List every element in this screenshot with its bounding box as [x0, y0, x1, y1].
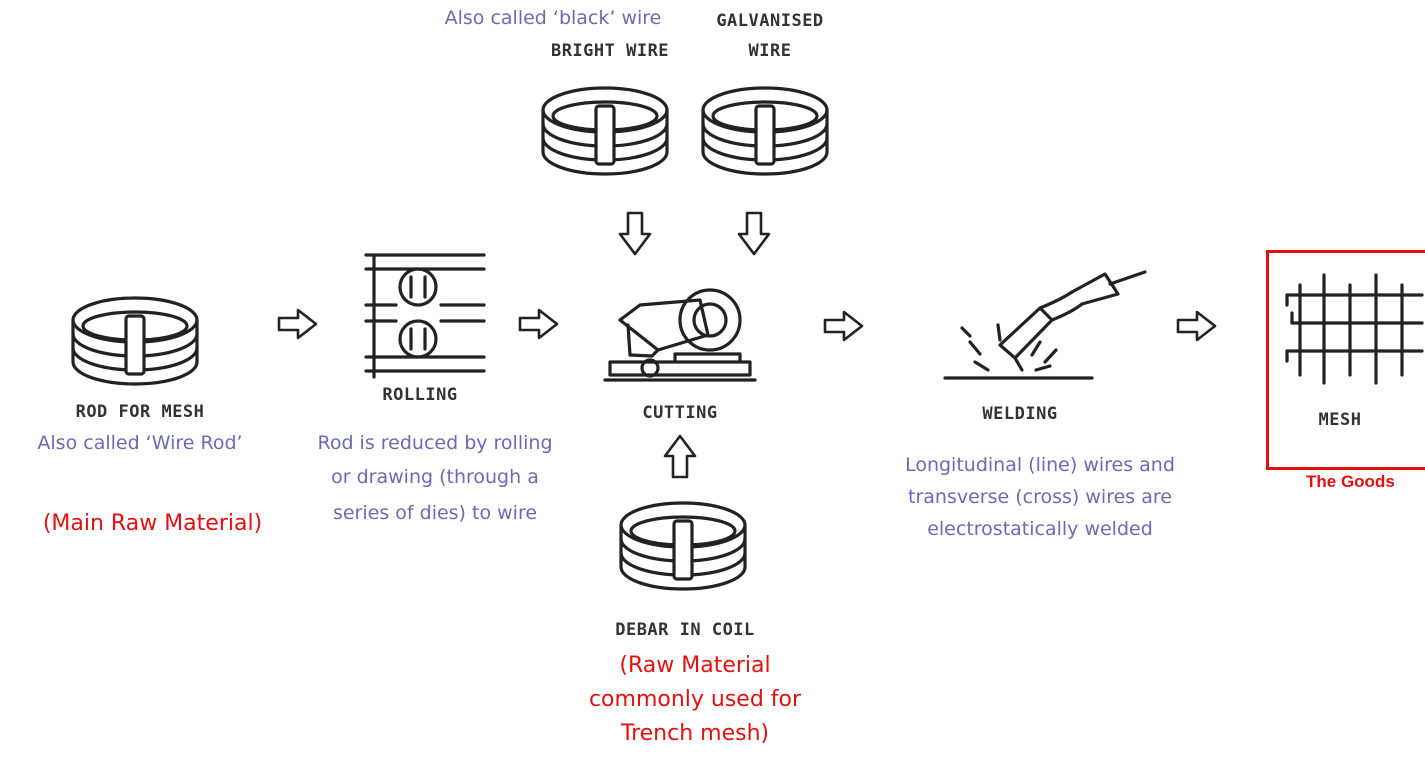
- debar-role-line-1: (Raw Material: [619, 653, 771, 678]
- debar-role-line-2: commonly used for: [588, 687, 802, 712]
- mesh-label: MESH: [1318, 410, 1362, 430]
- flow-arrow-icon: [517, 307, 561, 341]
- rolling-note-line-1: Rod is reduced by rolling: [317, 432, 553, 454]
- bright-wire-note: Also called ‘black’ wire: [444, 7, 662, 29]
- rod-for-mesh-label: ROD FOR MESH: [75, 402, 205, 422]
- down-arrow-icon: [617, 210, 653, 258]
- rolling-note-line-3: series of dies) to wire: [332, 502, 538, 524]
- flow-arrow-icon: [1175, 309, 1219, 343]
- galvanised-wire-label-line-2: WIRE: [748, 41, 792, 61]
- debar-in-coil-label: DEBAR IN COIL: [615, 620, 755, 640]
- mesh-highlight-box: [1266, 250, 1425, 470]
- welding-label: WELDING: [982, 404, 1058, 424]
- welding-note-line-3: electrostatically welded: [927, 518, 1153, 540]
- mesh-grid-icon: [1282, 265, 1425, 395]
- rolling-note-line-2: or drawing (through a: [331, 466, 539, 488]
- bright-wire-coil-icon: [530, 80, 680, 190]
- the-goods-label: The Goods: [1306, 472, 1395, 491]
- rod-coil-icon: [60, 290, 210, 400]
- welding-note-line-2: transverse (cross) wires are: [908, 486, 1172, 508]
- rod-note: Also called ‘Wire Rod’: [37, 432, 243, 454]
- cutting-machine-icon: [600, 280, 760, 395]
- bright-wire-label: BRIGHT WIRE: [550, 41, 670, 61]
- welding-torch-icon: [940, 270, 1160, 390]
- debar-coil-icon: [608, 495, 758, 605]
- flow-arrow-icon: [276, 307, 320, 341]
- galvanised-wire-label-line-1: GALVANISED: [716, 11, 824, 31]
- rolling-label: ROLLING: [382, 385, 458, 405]
- debar-role-line-3: Trench mesh): [620, 721, 770, 746]
- cutting-label: CUTTING: [642, 403, 718, 423]
- rolling-mill-icon: [356, 247, 486, 387]
- down-arrow-icon: [736, 210, 772, 258]
- flow-arrow-icon: [822, 309, 866, 343]
- welding-note-line-1: Longitudinal (line) wires and: [905, 454, 1175, 476]
- galvanised-wire-coil-icon: [690, 80, 840, 190]
- up-arrow-icon: [662, 432, 698, 480]
- main-raw-material-label: (Main Raw Material): [42, 511, 263, 536]
